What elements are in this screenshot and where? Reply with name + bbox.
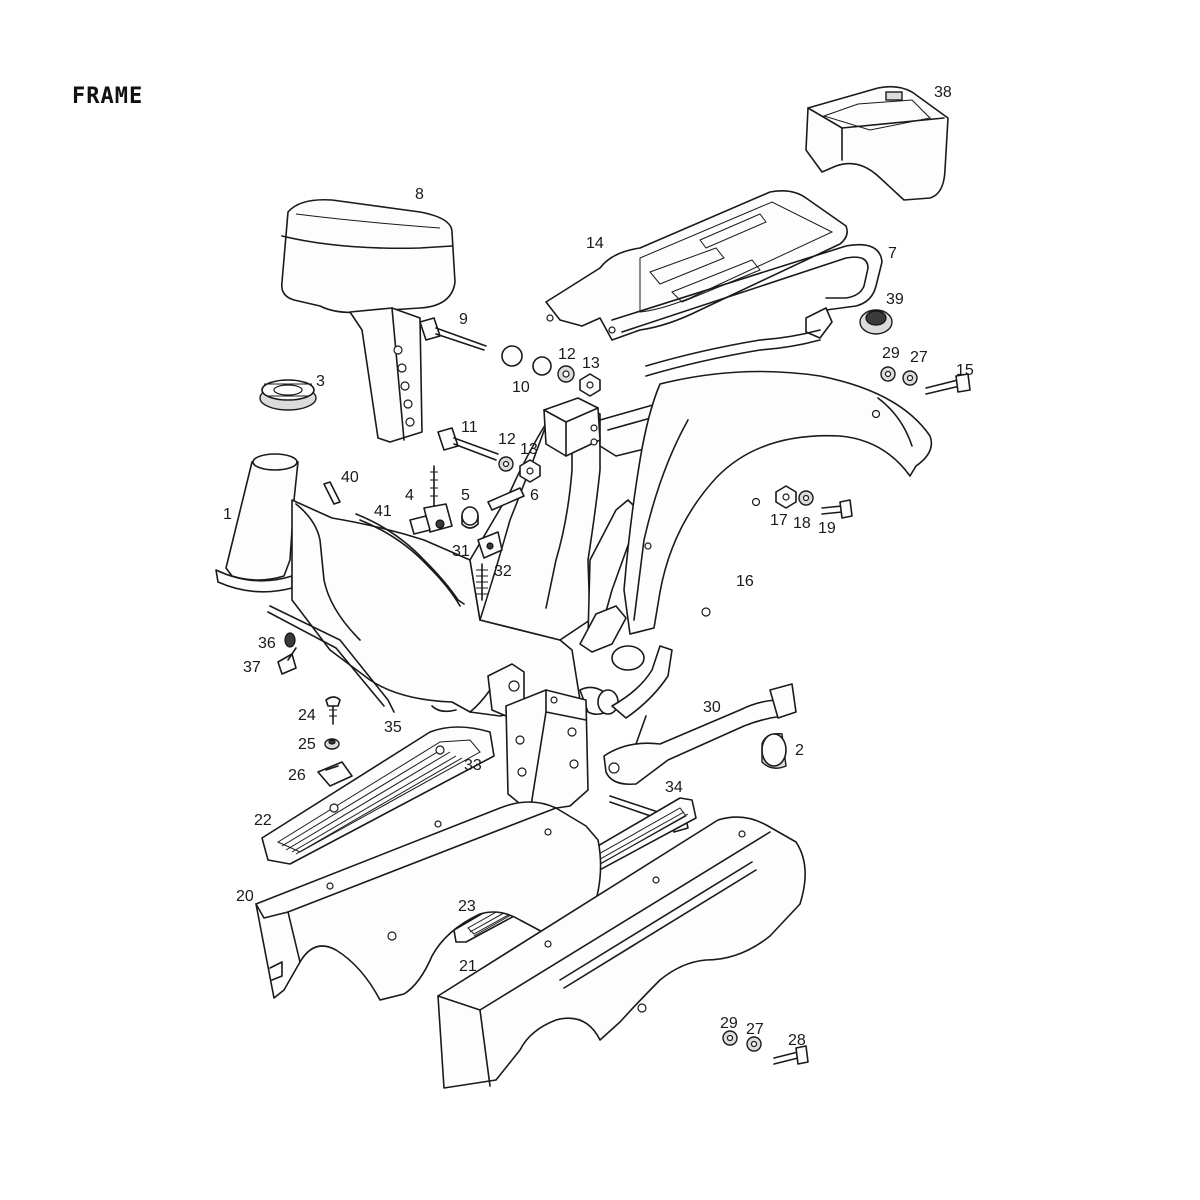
callout-40: 40	[341, 469, 359, 486]
part-cable-41	[355, 513, 465, 607]
part-clip-31	[477, 531, 503, 559]
callout-29-top: 29	[882, 345, 900, 362]
callout-29-bottom: 29	[720, 1015, 738, 1032]
callout-18: 18	[793, 515, 811, 532]
callout-6: 6	[530, 487, 539, 504]
callout-21: 21	[459, 958, 477, 975]
part-seat	[280, 198, 456, 314]
part-bolt-9	[419, 317, 487, 351]
callout-27-bottom: 27	[746, 1021, 764, 1038]
part-swing-arm	[603, 645, 797, 786]
callout-35: 35	[384, 719, 402, 736]
callout-12-top: 12	[558, 346, 576, 363]
part-tool-box	[805, 85, 949, 201]
part-nut-13-mid	[519, 459, 541, 483]
part-bolt-15	[925, 373, 971, 395]
part-fuel-valve-4	[409, 465, 453, 535]
part-stand-bracket	[505, 689, 589, 813]
callout-2: 2	[795, 742, 804, 759]
callout-19: 19	[818, 520, 836, 537]
callout-7: 7	[888, 245, 897, 262]
part-nut-13-top	[579, 373, 601, 397]
part-washer-27-top	[902, 370, 918, 386]
part-pin-6	[487, 487, 525, 511]
callout-41: 41	[374, 503, 392, 520]
callout-9: 9	[459, 311, 468, 328]
callout-34: 34	[665, 779, 683, 796]
part-bushing-2	[761, 733, 787, 769]
callout-20: 20	[236, 888, 254, 905]
part-cable-35	[267, 605, 395, 713]
callout-30: 30	[703, 699, 721, 716]
part-washer-18	[798, 490, 814, 506]
part-carrier-bracket	[611, 243, 883, 377]
callout-5: 5	[461, 487, 470, 504]
part-washer-12-mid	[498, 456, 514, 472]
part-screw-24	[325, 696, 341, 725]
callout-32: 32	[494, 563, 512, 580]
callout-8: 8	[415, 186, 424, 203]
part-seat-post	[349, 307, 423, 443]
callout-14: 14	[586, 235, 604, 252]
part-bolt-28	[773, 1045, 809, 1065]
callout-13-mid: 13	[520, 441, 538, 458]
part-washer-36	[284, 632, 296, 648]
part-side-cover-right	[437, 816, 806, 1089]
callout-11: 11	[461, 419, 478, 436]
part-washer-29-bottom	[722, 1030, 738, 1046]
callout-39: 39	[886, 291, 904, 308]
diagram-title: FRAME	[72, 84, 143, 109]
callout-27-top: 27	[910, 349, 928, 366]
callout-33: 33	[464, 757, 482, 774]
callout-13-top: 13	[582, 355, 600, 372]
callout-labels: 1 2 3 4 5 6 7 8 9 10 11 12 12 13 13 14 1…	[223, 84, 974, 1049]
callout-23: 23	[458, 898, 476, 915]
callout-24: 24	[298, 707, 316, 724]
callout-38: 38	[934, 84, 952, 101]
part-bearing-ring	[259, 379, 317, 411]
part-nut-17	[775, 485, 797, 509]
part-pin-40	[323, 481, 341, 505]
callout-26: 26	[288, 767, 306, 784]
part-bolt-11	[437, 427, 499, 461]
part-rear-mudguard	[623, 370, 933, 635]
callout-22: 22	[254, 812, 272, 829]
callout-31: 31	[452, 543, 470, 560]
callout-17: 17	[770, 512, 788, 529]
part-clip-26	[317, 761, 353, 787]
part-rubber-buffer	[859, 309, 893, 335]
callout-10: 10	[512, 379, 530, 396]
callout-37: 37	[243, 659, 261, 676]
part-screw-37	[277, 647, 297, 675]
callout-4: 4	[405, 487, 414, 504]
part-washer-12-top	[557, 365, 575, 383]
callout-36: 36	[258, 635, 276, 652]
part-spacer-10	[501, 345, 552, 376]
callout-15: 15	[956, 362, 974, 379]
part-spring-32	[476, 563, 488, 601]
part-washer-29-top	[880, 366, 896, 382]
callout-28: 28	[788, 1032, 806, 1049]
part-washer-27-bottom	[746, 1036, 762, 1052]
callout-25: 25	[298, 736, 316, 753]
part-footboard-left	[261, 726, 495, 865]
part-washer-25	[324, 738, 340, 750]
callout-12-mid: 12	[498, 431, 516, 448]
part-bolt-19	[821, 499, 853, 519]
callout-16: 16	[736, 573, 754, 590]
callout-3: 3	[316, 373, 325, 390]
part-luggage-carrier	[545, 190, 848, 341]
callout-1: 1	[223, 506, 232, 523]
part-side-cover-left	[255, 801, 602, 1001]
part-sleeve-5	[461, 506, 479, 529]
